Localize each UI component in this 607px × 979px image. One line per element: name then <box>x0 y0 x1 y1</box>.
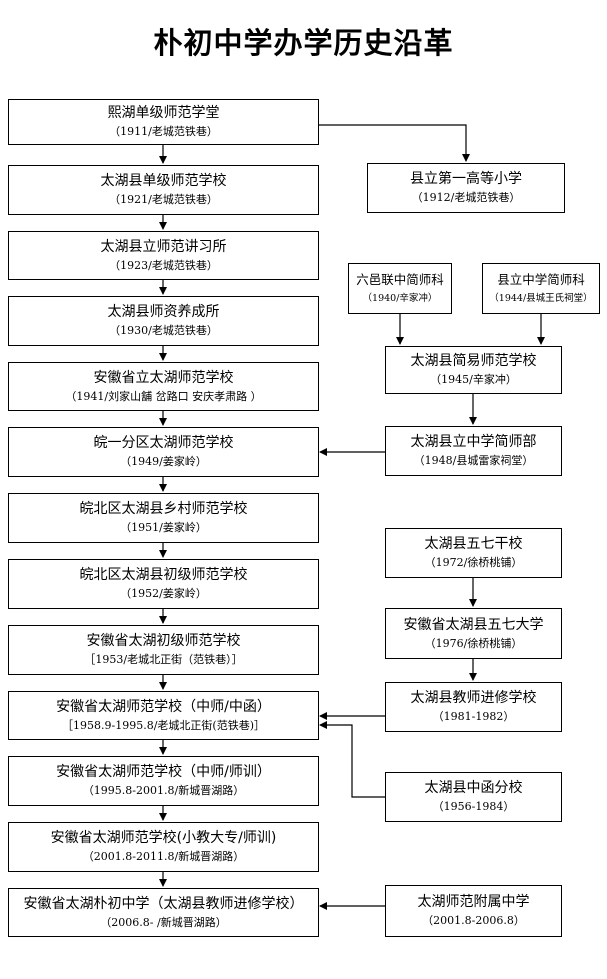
box-jianyi: 太湖县简易师范学校 （1945/辛家冲） <box>385 346 562 394</box>
box-fushu: 太湖师范附属中学 （2001.8-2006.8） <box>385 885 562 937</box>
box-name: 安徽省立太湖师范学校 <box>93 369 234 386</box>
box-name: 皖北区太湖县初级师范学校 <box>79 567 248 583</box>
box-name: 太湖县中函分校 <box>424 780 523 796</box>
box-1930: 太湖县师资养成所 （1930/老城范铁巷） <box>8 296 319 346</box>
box-name: 县立中学简师科 <box>497 271 585 287</box>
box-name: 皖一分区太湖师范学校 <box>93 435 234 451</box>
box-date: （1952/姜家岭） <box>120 587 207 600</box>
box-name: 熙湖单级师范学堂 <box>107 105 220 121</box>
box-date: （1948/县城雷家祠堂） <box>413 454 534 467</box>
box-date: （1930/老城范铁巷） <box>109 324 218 337</box>
box-date: （1911/老城范铁巷） <box>109 125 218 138</box>
box-1921: 太湖县单级师范学校 （1921/老城范铁巷） <box>8 165 319 215</box>
box-xianli-primary: 县立第一高等小学 （1912/老城范铁巷） <box>367 163 565 213</box>
box-date: （1944/县城王氏祠堂） <box>489 292 593 304</box>
box-date: （1951/姜家岭） <box>120 521 207 534</box>
box-name: 太湖县教师进修学校 <box>410 690 537 706</box>
box-name: 六邑联中简师科 <box>356 271 444 287</box>
box-date: （2006.8- /新城晋湖路） <box>100 915 227 929</box>
box-name: 太湖师范附属中学 <box>417 894 530 910</box>
box-liuyi: 六邑联中简师科 （1940/辛家冲） <box>348 263 452 314</box>
box-date: （1949/姜家岭） <box>120 455 207 468</box>
box-name: 安徽省太湖朴初中学（太湖县教师进修学校） <box>23 895 304 912</box>
box-date: （1972/徐桥桃铺） <box>424 556 523 569</box>
box-name: 安徽省太湖师范学校(小教大专/师训) <box>50 830 277 846</box>
box-wuqi-daxue: 安徽省太湖县五七大学 （1976/徐桥桃铺） <box>385 608 562 659</box>
box-name: 太湖县师资养成所 <box>107 304 220 320</box>
box-date: ［1958.9-1995.8/老城北正街(范铁巷)］ <box>62 718 265 732</box>
box-date: （1941/刘家山舖 岔路口 安庆孝肃路 ） <box>65 389 262 403</box>
box-date: （1956-1984） <box>432 800 515 813</box>
box-wuqi-ganxiao: 太湖县五七干校 （1972/徐桥桃铺） <box>385 528 562 578</box>
box-jinxiu: 太湖县教师进修学校 （1981-1982） <box>385 682 562 732</box>
box-1941: 安徽省立太湖师范学校 （1941/刘家山舖 岔路口 安庆孝肃路 ） <box>8 362 319 411</box>
box-name: 太湖县立中学简师部 <box>410 434 537 450</box>
box-xianli-middle: 县立中学简师科 （1944/县城王氏祠堂） <box>482 263 600 314</box>
box-name: 安徽省太湖师范学校（中师/师训） <box>56 764 271 780</box>
box-name: 太湖县单级师范学校 <box>100 173 227 189</box>
box-1952: 皖北区太湖县初级师范学校 （1952/姜家岭） <box>8 559 319 609</box>
box-2006: 安徽省太湖朴初中学（太湖县教师进修学校） （2006.8- /新城晋湖路） <box>8 888 319 937</box>
box-name: 太湖县简易师范学校 <box>410 353 537 369</box>
box-1995: 安徽省太湖师范学校（中师/师训） （1995.8-2001.8/新城晋湖路） <box>8 756 319 806</box>
box-1958: 安徽省太湖师范学校（中师/中函） ［1958.9-1995.8/老城北正街(范铁… <box>8 691 319 740</box>
box-date: （1923/老城范铁巷） <box>109 258 218 272</box>
diagram-title: 朴初中学办学历史沿革 <box>153 26 454 60</box>
box-date: （1976/徐桥桃铺） <box>424 636 523 650</box>
box-name: 太湖县五七干校 <box>424 536 523 552</box>
box-1911: 熙湖单级师范学堂 （1911/老城范铁巷） <box>8 99 319 145</box>
box-1923: 太湖县立师范讲习所 （1923/老城范铁巷） <box>8 231 319 280</box>
box-date: （1981-1982） <box>432 710 515 723</box>
box-date: （1940/辛家冲） <box>362 292 438 304</box>
box-1949: 皖一分区太湖师范学校 （1949/姜家岭） <box>8 427 319 477</box>
box-date: （2001.8-2006.8） <box>422 914 525 927</box>
box-jianshi: 太湖县立中学简师部 （1948/县城雷家祠堂） <box>385 426 562 476</box>
box-1951: 皖北区太湖县乡村师范学校 （1951/姜家岭） <box>8 493 319 543</box>
arrow-zhonghan <box>319 721 385 798</box>
box-date: （2001.8-2011.8/新城晋湖路） <box>82 850 245 863</box>
arrow-to-primary <box>318 124 470 162</box>
box-name: 安徽省太湖县五七大学 <box>403 616 544 633</box>
box-2001: 安徽省太湖师范学校(小教大专/师训) （2001.8-2011.8/新城晋湖路） <box>8 822 319 872</box>
box-date: ［1953/老城北正街（范铁巷）］ <box>84 653 243 666</box>
box-name: 太湖县立师范讲习所 <box>100 238 227 255</box>
box-date: （1995.8-2001.8/新城晋湖路） <box>82 784 245 797</box>
box-name: 安徽省太湖师范学校（中师/中函） <box>56 698 271 715</box>
box-zhonghan: 太湖县中函分校 （1956-1984） <box>385 772 562 822</box>
box-date: （1945/辛家冲） <box>430 373 517 386</box>
box-1953: 安徽省太湖初级师范学校 ［1953/老城北正街（范铁巷）］ <box>8 625 319 675</box>
box-name: 安徽省太湖初级师范学校 <box>86 633 241 649</box>
box-date: （1921/老城范铁巷） <box>109 193 218 206</box>
box-name: 皖北区太湖县乡村师范学校 <box>79 501 248 517</box>
box-date: （1912/老城范铁巷） <box>411 191 521 204</box>
box-name: 县立第一高等小学 <box>410 171 522 187</box>
